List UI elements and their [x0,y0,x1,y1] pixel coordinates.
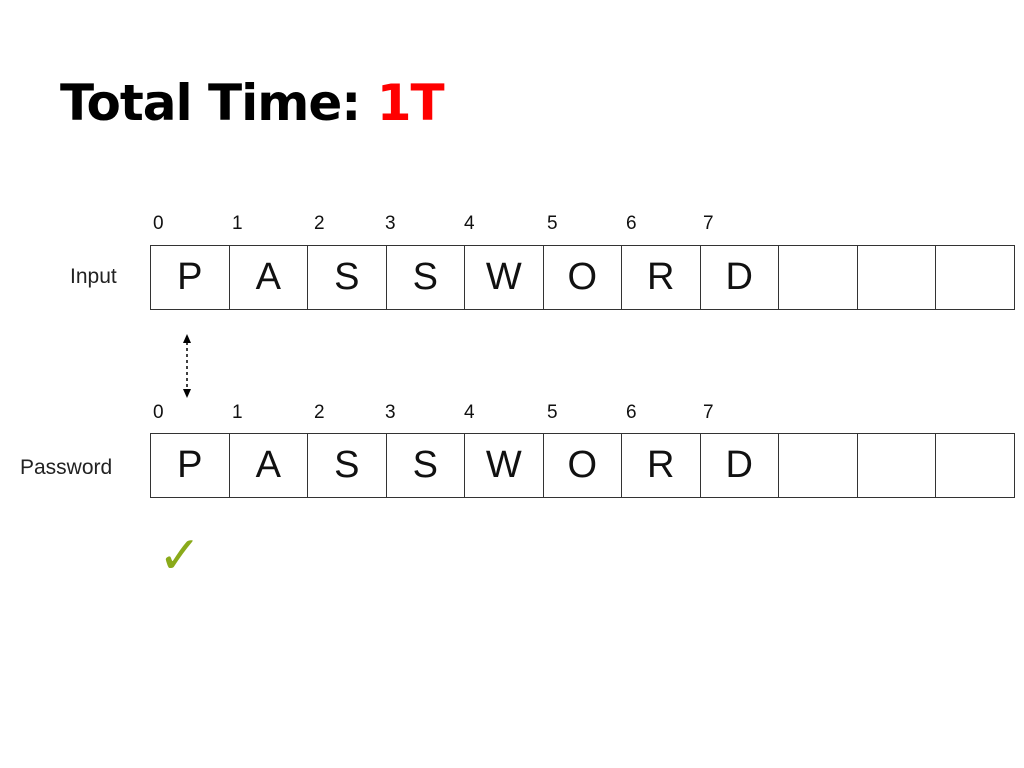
input-cell-6: R [622,246,701,309]
input-cell-7: D [701,246,779,309]
input-index-1: 1 [232,213,243,234]
password-cell-0: P [151,434,230,497]
password-index-6: 6 [626,402,637,423]
input-row-label: Input [70,265,117,288]
password-cell-2: S [308,434,387,497]
password-cell-10 [936,434,1015,497]
password-row-label: Password [20,456,113,479]
input-cell-5: O [544,246,622,309]
input-index-2: 2 [314,213,325,234]
password-index-0: 0 [153,402,164,423]
input-cell-4: W [465,246,544,309]
password-index-1: 1 [232,402,243,423]
input-cell-1: A [230,246,308,309]
input-index-6: 6 [626,213,637,234]
input-cell-9 [858,246,936,309]
compare-arrow-icon [183,334,191,398]
input-index-4: 4 [464,213,475,234]
input-index-3: 3 [385,213,396,234]
input-cell-3: S [387,246,465,309]
input-cell-8 [779,246,858,309]
password-index-3: 3 [385,402,396,423]
password-cell-6: R [622,434,701,497]
input-cell-2: S [308,246,387,309]
input-cells: P A S S W O R D [150,245,1015,310]
input-index-5: 5 [547,213,558,234]
input-indices: 0 1 2 3 4 5 6 7 [150,213,1018,237]
checkmark-icon: ✓ [158,526,202,586]
password-cells: P A S S W O R D [150,433,1015,498]
password-cell-9 [858,434,936,497]
input-index-7: 7 [703,213,714,234]
password-index-5: 5 [547,402,558,423]
password-indices: 0 1 2 3 4 5 6 7 [150,402,1018,426]
password-cell-1: A [230,434,308,497]
page-title: Total Time: 1T [60,78,445,128]
password-cell-5: O [544,434,622,497]
title-label: Total Time: [60,74,361,132]
password-index-2: 2 [314,402,325,423]
password-cell-4: W [465,434,544,497]
password-cell-7: D [701,434,779,497]
password-cell-8 [779,434,858,497]
input-cell-0: P [151,246,230,309]
input-cell-10 [936,246,1015,309]
password-index-4: 4 [464,402,475,423]
title-value: 1T [376,74,445,132]
password-index-7: 7 [703,402,714,423]
password-cell-3: S [387,434,465,497]
input-index-0: 0 [153,213,164,234]
